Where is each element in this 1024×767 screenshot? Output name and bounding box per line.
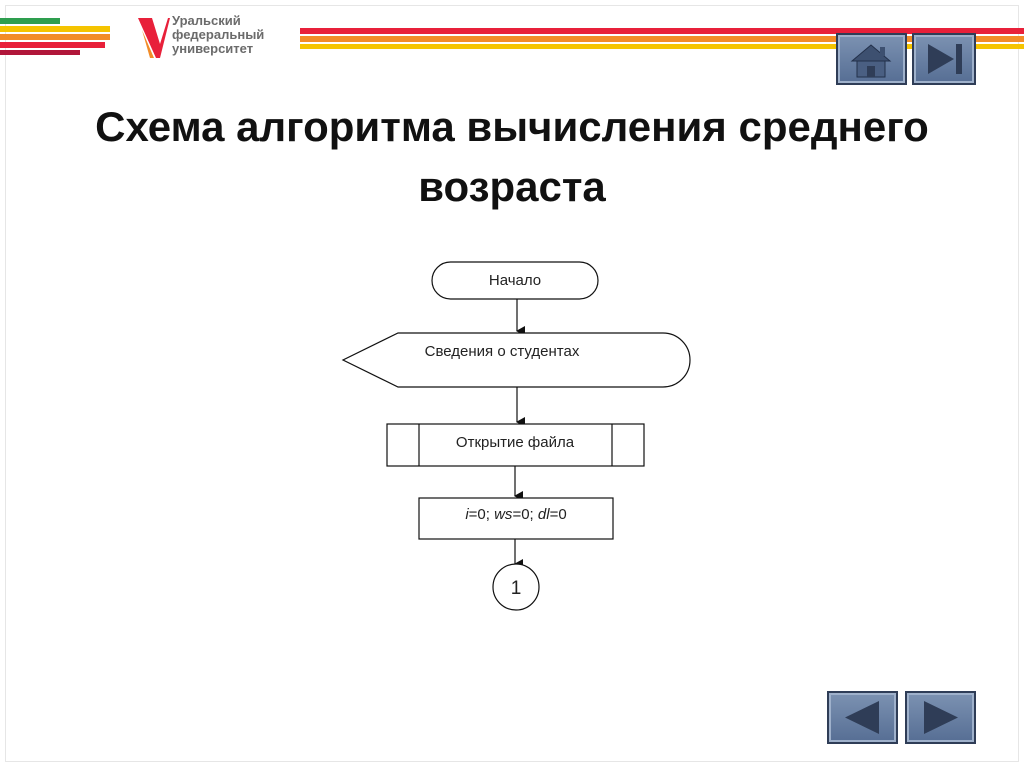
init-eq1: =0; xyxy=(469,506,494,523)
slide-title: Схема алгоритма вычисления среднего возр… xyxy=(40,97,984,217)
init-var-dl: dl xyxy=(538,506,550,523)
process-node: Открытие файла xyxy=(386,423,645,467)
init-var-ws: ws xyxy=(494,506,513,523)
init-label: i=0; ws=0; dl=0 xyxy=(465,506,566,523)
stripe-right-orange xyxy=(300,36,1024,42)
connector-node: 1 xyxy=(492,563,540,611)
university-name: Уральский федеральный университет xyxy=(172,14,264,56)
connector-label: 1 xyxy=(511,578,522,599)
stripe-right-red xyxy=(300,28,1024,34)
home-icon xyxy=(850,44,892,78)
input-label: Сведения о студентах xyxy=(425,343,580,360)
triangle-right-icon xyxy=(924,701,958,734)
start-node: Начало xyxy=(431,261,599,300)
init-eq2: =0; xyxy=(512,506,537,523)
home-button[interactable] xyxy=(836,33,907,85)
stripe-right-yellow xyxy=(300,44,1024,49)
process-label: Открытие файла xyxy=(456,434,575,451)
slide-frame xyxy=(5,5,1019,762)
header-stripes xyxy=(0,18,1024,58)
stripe-orange xyxy=(0,34,110,40)
input-node: Сведения о студентах xyxy=(341,332,691,388)
university-name-line3: университет xyxy=(172,41,254,56)
skip-end-icon xyxy=(928,44,962,74)
slide-title-line2: возраста xyxy=(418,163,606,210)
triangle-left-icon xyxy=(845,701,879,734)
university-name-line1: Уральский xyxy=(172,13,241,28)
init-var-i: i xyxy=(465,506,469,523)
last-slide-button[interactable] xyxy=(912,33,976,85)
university-name-line2: федеральный xyxy=(172,27,265,42)
stripe-red xyxy=(0,42,105,48)
slide-title-line1: Схема алгоритма вычисления среднего xyxy=(95,103,929,150)
init-node: i=0; ws=0; dl=0 xyxy=(418,497,614,540)
start-label: Начало xyxy=(489,272,541,289)
previous-slide-button[interactable] xyxy=(827,691,898,744)
stripe-green xyxy=(0,18,60,24)
next-slide-button[interactable] xyxy=(905,691,976,744)
init-eq3: =0 xyxy=(550,506,567,523)
stripe-dark-red xyxy=(0,50,80,55)
university-logo-icon xyxy=(138,18,170,58)
stripe-yellow xyxy=(0,26,110,32)
